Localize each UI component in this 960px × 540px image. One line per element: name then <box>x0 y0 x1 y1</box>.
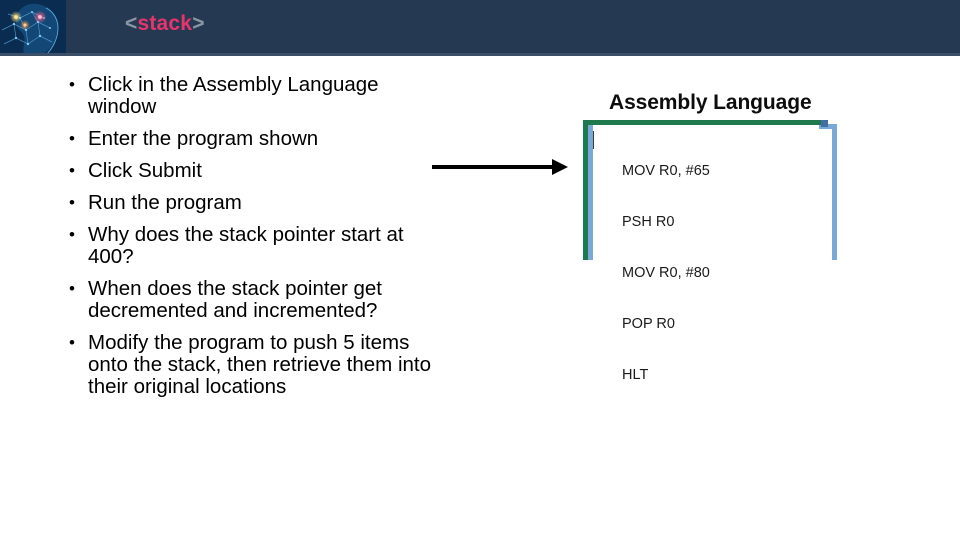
window-frame-left-outer <box>588 124 593 260</box>
brain-head-icon <box>0 0 66 55</box>
arrow-right-icon <box>430 152 570 182</box>
window-frame-top-inner <box>583 120 825 125</box>
page-title: <stack> <box>125 12 205 36</box>
header-divider <box>0 53 960 56</box>
title-word: stack <box>137 12 193 35</box>
assembly-language-window[interactable]: MOV R0, #65 PSH R0 MOV R0, #80 POP R0 HL… <box>583 120 837 383</box>
window-frame-left-inner <box>583 120 588 260</box>
list-item: Click in the Assembly Language window <box>62 74 452 118</box>
instruction-list: Click in the Assembly Language window En… <box>62 74 452 408</box>
list-item: Enter the program shown <box>62 128 452 151</box>
list-item: Why does the stack pointer start at 400? <box>62 224 452 268</box>
window-frame-right-outer <box>832 124 837 260</box>
list-item: Run the program <box>62 192 452 215</box>
code-line: POP R0 <box>622 316 675 332</box>
assembly-code-editor[interactable]: MOV R0, #65 PSH R0 MOV R0, #80 POP R0 HL… <box>622 129 710 418</box>
title-open-bracket: < <box>125 12 138 35</box>
code-line: MOV R0, #65 <box>622 163 710 179</box>
list-item: Click Submit <box>62 160 452 183</box>
window-frame-corner <box>821 120 828 127</box>
assembly-panel-heading: Assembly Language <box>609 91 812 114</box>
text-cursor <box>593 131 594 149</box>
code-line: MOV R0, #80 <box>622 265 710 281</box>
code-line: PSH R0 <box>622 214 675 230</box>
page-header: <stack> <box>0 0 960 55</box>
list-item: When does the stack pointer get decremen… <box>62 278 452 322</box>
title-close-bracket: > <box>192 12 205 35</box>
list-item: Modify the program to push 5 items onto … <box>62 332 452 398</box>
code-line: HLT <box>622 367 649 383</box>
window-frame-top-outer <box>819 124 837 129</box>
